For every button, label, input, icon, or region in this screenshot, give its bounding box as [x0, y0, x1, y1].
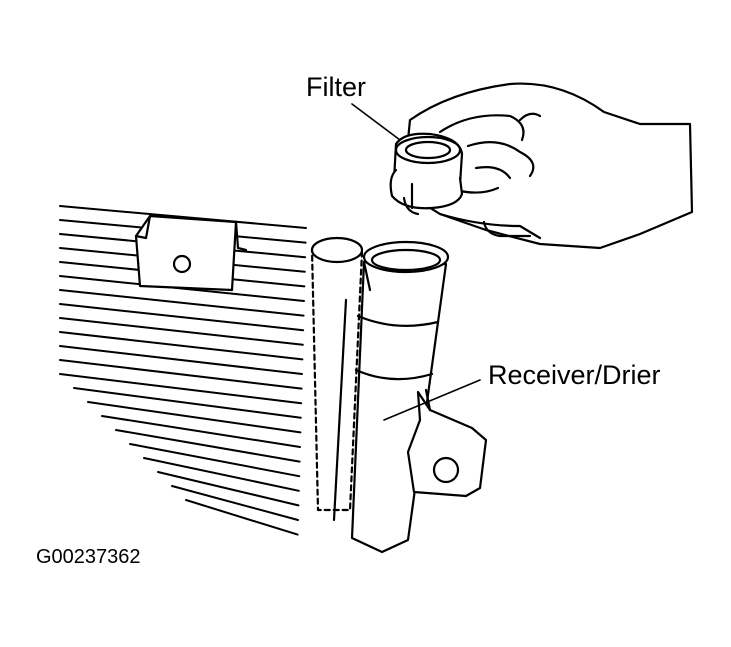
condenser-fin-line — [87, 401, 302, 434]
condenser-fin-line — [143, 457, 300, 492]
condenser-bracket — [134, 214, 248, 292]
condenser-fin-line — [129, 443, 301, 478]
receiver-leader-line — [383, 379, 481, 421]
filter-leader-line — [351, 103, 401, 141]
condenser-fin-line — [59, 317, 304, 346]
condenser-fin-line — [157, 471, 300, 507]
condenser-fin-line — [185, 499, 299, 536]
condenser-fin-line — [59, 373, 303, 405]
condenser-fin-line — [59, 303, 305, 332]
condenser-fin-line — [115, 429, 301, 463]
condenser-tank — [310, 236, 364, 512]
condenser-fins — [59, 205, 307, 536]
receiver-drier-cylinder — [332, 240, 450, 554]
condenser-fin-line — [73, 387, 302, 419]
filter — [389, 132, 464, 216]
condenser-fin-line — [59, 205, 307, 229]
condenser-fin-line — [59, 289, 305, 317]
figure-id: G00237362 — [36, 546, 141, 568]
receiver-drier-label: Receiver/Drier — [488, 360, 661, 390]
receiver-bracket — [406, 388, 488, 498]
condenser-fin-line — [59, 331, 304, 361]
condenser-fin-line — [59, 345, 303, 375]
leader-lines — [351, 103, 481, 421]
condenser-fin-line — [101, 415, 301, 448]
condenser-fin-line — [171, 485, 299, 521]
condenser-fin-line — [59, 359, 303, 390]
filter-label: Filter — [306, 72, 366, 102]
